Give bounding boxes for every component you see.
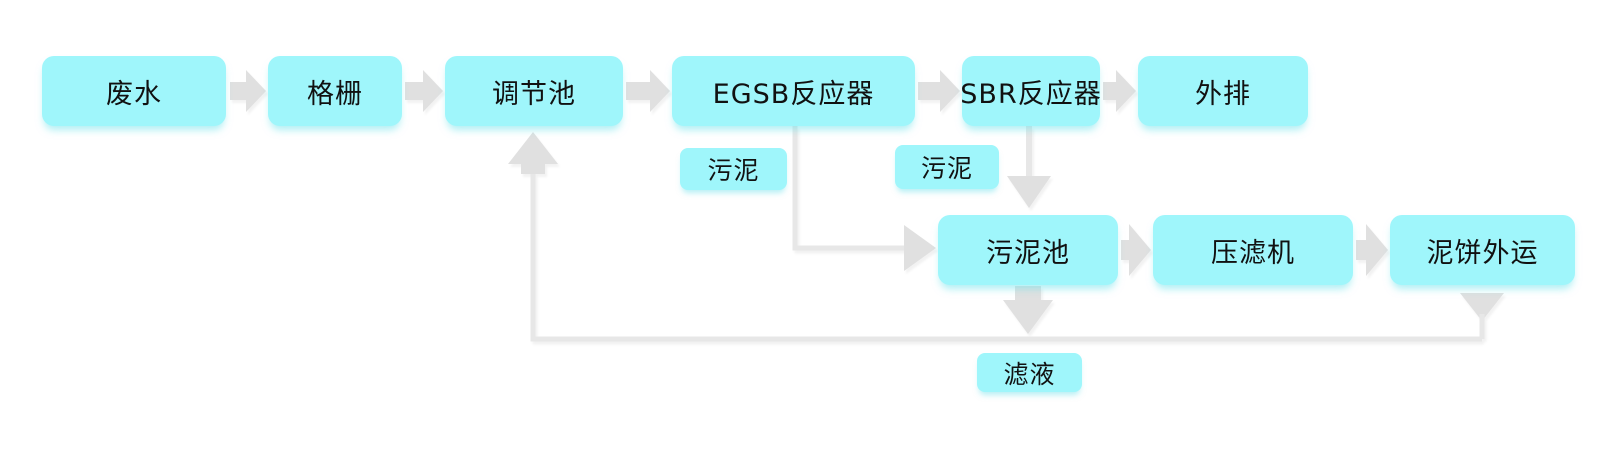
node-wastewater: 废水 [42, 56, 226, 126]
node-cake-transport: 泥饼外运 [1390, 215, 1575, 285]
node-filter-press: 压滤机 [1153, 215, 1353, 285]
arrow-sbr-to-discharge-icon [1103, 70, 1136, 112]
node-regulating-tank: 调节池 [445, 56, 623, 126]
node-screen: 格栅 [268, 56, 402, 126]
arrow-sbr-to-sludgetank [1007, 126, 1051, 208]
node-discharge: 外排 [1138, 56, 1308, 126]
arrow-wastewater-to-screen-icon [230, 70, 266, 112]
node-sludge-tank: 污泥池 [938, 215, 1118, 285]
arrow-sludgetank-to-filterpress-icon [1121, 224, 1151, 276]
line-egsb-to-sludgetank [792, 126, 936, 271]
label-filtrate: 滤液 [977, 353, 1082, 392]
arrow-regulating-to-egsb-icon [626, 70, 670, 112]
arrow-filterpress-to-cake-icon [1356, 224, 1388, 276]
arrow-sludgetank-to-filtrate-line [1003, 286, 1053, 334]
line-filtrate-return [508, 132, 1482, 342]
arrow-cake-to-filtrate-line [1460, 293, 1504, 339]
label-sludge-egsb: 污泥 [680, 148, 787, 190]
node-egsb-reactor: EGSB反应器 [672, 56, 915, 126]
arrow-screen-to-regulating-icon [405, 70, 443, 112]
label-sludge-sbr: 污泥 [895, 145, 999, 189]
arrow-egsb-to-sbr-icon [918, 70, 960, 112]
node-sbr-reactor: SBR反应器 [960, 56, 1101, 126]
